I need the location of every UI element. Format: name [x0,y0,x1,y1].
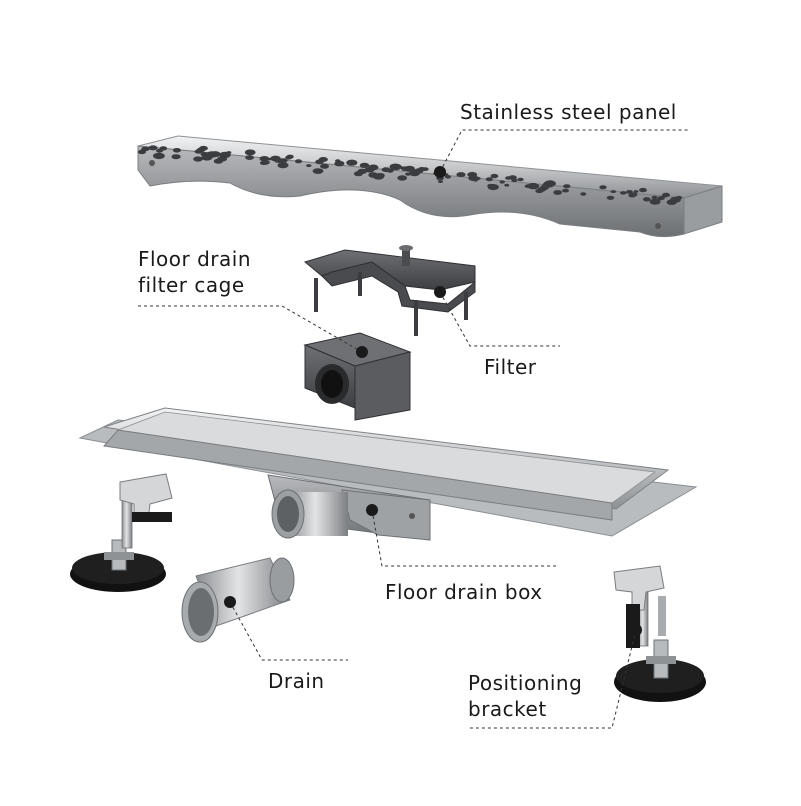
panel-hole [633,190,639,193]
panel-hole [456,172,466,178]
panel-hole [610,190,617,194]
panel-hole [193,156,203,162]
filter-part [303,245,476,336]
panel-hole [511,178,518,183]
panel-hole [580,192,587,196]
leader-drain [229,601,348,661]
positioning-bracket-left [70,473,173,592]
panel-hole [266,157,272,161]
label-positioning-bracket-line2: bracket [468,697,547,721]
panel-hole [213,158,224,164]
panel-hole [171,155,179,159]
panel-hole [527,182,540,190]
panel-hole [553,190,563,195]
panel-hole [294,159,303,164]
panel-hole [562,188,569,193]
leader-cage [138,305,363,353]
panel-hole [259,156,270,162]
panel-hole [666,199,677,205]
panel-hole [505,176,512,180]
panel-hole [334,160,345,167]
panel-hole [359,162,370,168]
panel-hole [642,197,651,202]
label-drain: Drain [268,669,325,693]
panel-hole [397,175,408,181]
panel-hole [535,188,544,194]
panel-hole [346,159,358,166]
callout-dots [224,166,642,636]
panel-hole [306,164,312,168]
panel-hole [245,155,255,161]
leader-panel [439,129,690,173]
panel-hole [599,185,607,190]
label-filter-cage-line2: filter cage [138,273,245,297]
panel-hole [657,196,665,201]
panel-hole [172,148,181,153]
dot-bracket [630,624,642,636]
dot-filter [434,286,446,298]
positioning-bracket-right [613,565,706,702]
panel-hole [626,190,633,194]
panel-hole [209,151,221,158]
panel-hole [219,151,231,159]
panel-hole [437,180,444,184]
panel-hole [140,148,147,152]
panel-hole [381,167,391,173]
panel-hole [606,195,615,200]
panel-hole [259,161,268,165]
panel-hole [148,145,158,151]
panel-hole [517,177,524,182]
panel-hole [156,148,163,153]
label-floor-drain-box: Floor drain box [385,580,543,604]
panel-hole [414,168,424,174]
panel-hole [285,155,293,160]
label-positioning-bracket-line1: Positioning [468,671,583,695]
panel-hole [277,162,289,169]
panel-hole [153,152,165,160]
panel-hole [312,168,324,175]
panel-hole [563,184,571,189]
panel-hole [353,171,363,177]
leader-lines [138,129,690,729]
panel-hole [389,163,402,170]
panel-hole [364,167,375,173]
dot-drain [224,596,236,608]
panel-hole [315,159,324,165]
panel-hole [467,171,478,178]
panel-hole [504,183,510,187]
panel-hole [639,187,647,193]
panel-hole [194,149,203,154]
panel-hole [487,184,499,191]
dot-panel [434,166,446,178]
label-stainless-steel-panel: Stainless steel panel [460,100,677,124]
stainless-steel-panel [137,135,723,238]
panel-hole [620,191,627,195]
dot-box [366,504,378,516]
panel-hole [628,193,637,198]
panel-hole [320,163,329,169]
drain-pipe-part [181,557,295,643]
label-filter: Filter [484,355,537,379]
dot-cage [356,346,368,358]
filter-cage-part [303,332,412,421]
leader-filter [439,291,560,347]
leader-box [371,509,556,567]
panel-hole [541,184,550,189]
panel-hole [244,149,256,156]
panel-hole [651,195,658,200]
panel-hole [201,154,213,161]
panel-hole [472,178,479,182]
panel-hole [401,166,410,171]
panel-hole [270,155,281,162]
panel-hole [490,173,499,179]
channel-body [78,407,698,537]
panel-hole [499,180,506,184]
panel-hole [279,158,288,164]
panel-hole [485,177,493,182]
panel-hole [649,198,661,205]
panel-hole [368,172,379,178]
label-filter-cage-line1: Floor drain [138,247,252,271]
